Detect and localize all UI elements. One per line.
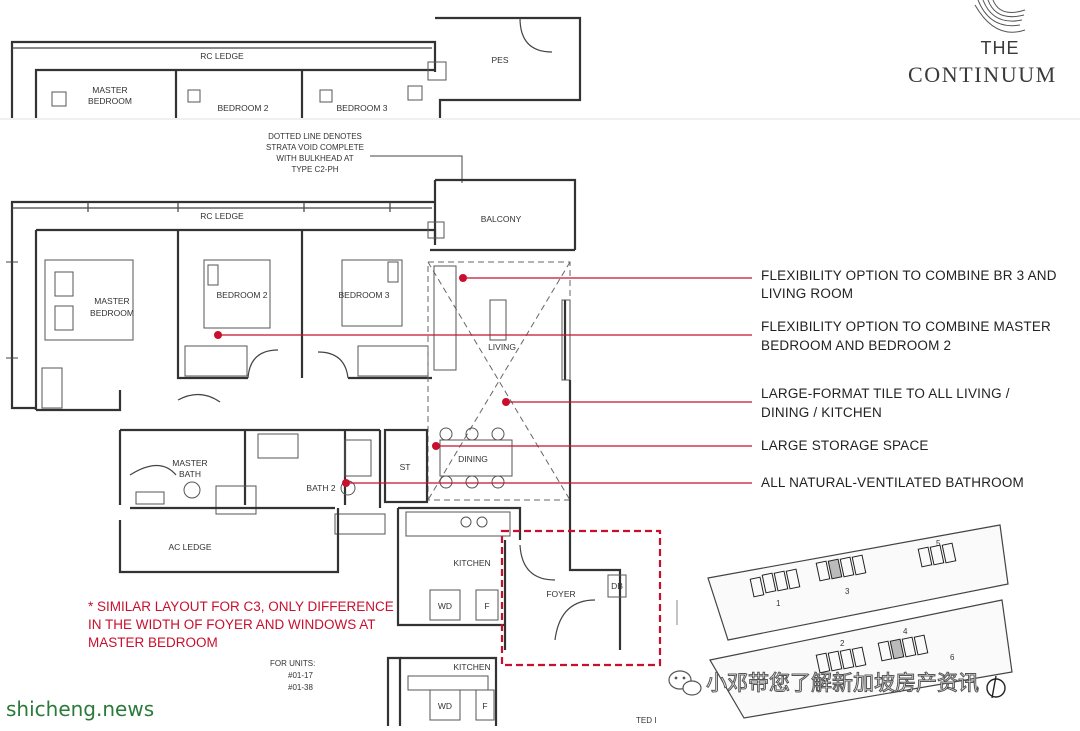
site-label-3: 3 — [845, 587, 850, 596]
watermark-left: shicheng.news — [6, 697, 154, 721]
callout-2: FLEXIBILITY OPTION TO COMBINE MASTER BED… — [214, 319, 1051, 353]
similar-note-line-2: IN THE WIDTH OF FOYER AND WINDOWS AT — [88, 617, 376, 632]
upper-rc-ledge-label: RC LEDGE — [200, 51, 244, 61]
bedroom2-label: BEDROOM 2 — [216, 290, 267, 300]
fridge-label: F — [484, 601, 489, 611]
callout-1-line-1: FLEXIBILITY OPTION TO COMBINE BR 3 AND — [761, 268, 1057, 283]
brand-swirl-icon — [974, 0, 1026, 33]
strata-note-line-3: WITH BULKHEAD AT — [276, 154, 353, 163]
watermark-site-text: shicheng.news — [6, 697, 154, 721]
upper-bedroom2-label: BEDROOM 2 — [217, 103, 268, 113]
site-label-6: 6 — [950, 653, 955, 662]
master-bedroom-label-1: MASTER — [94, 296, 129, 306]
callout-2-line-2: BEDROOM AND BEDROOM 2 — [761, 338, 951, 353]
living-label: LIVING — [488, 342, 516, 352]
callout-3-line-2: DINING / KITCHEN — [761, 405, 882, 420]
site-plan: 1 3 5 2 4 6 — [707, 524, 1013, 719]
similar-note-line-1: * SIMILAR LAYOUT FOR C3, ONLY DIFFERENCE — [88, 599, 394, 614]
callout-4-line-1: LARGE STORAGE SPACE — [761, 438, 929, 453]
foyer-label: FOYER — [546, 589, 575, 599]
bedroom3-label: BEDROOM 3 — [338, 290, 389, 300]
storage-label: ST — [400, 462, 411, 472]
lower-f-label: F — [482, 701, 487, 711]
unit-item-2: #01-38 — [288, 683, 313, 692]
dining-label: DINING — [458, 454, 488, 464]
similar-layout-note: * SIMILAR LAYOUT FOR C3, ONLY DIFFERENCE… — [88, 599, 394, 650]
callout-4: LARGE STORAGE SPACE — [432, 438, 929, 453]
brand-logo: THE CONTINUUM — [908, 0, 1057, 87]
site-label-1: 1 — [776, 599, 781, 608]
callout-3-line-1: LARGE-FORMAT TILE TO ALL LIVING / — [761, 386, 1010, 401]
upper-pes-label: PES — [491, 55, 508, 65]
brand-line-2: CONTINUUM — [908, 62, 1057, 87]
site-label-4: 4 — [903, 627, 908, 636]
wechat-icon — [668, 670, 702, 696]
block-cluster-2-icon — [815, 554, 867, 582]
callout-1: FLEXIBILITY OPTION TO COMBINE BR 3 AND L… — [459, 268, 1057, 301]
callouts: FLEXIBILITY OPTION TO COMBINE BR 3 AND L… — [214, 268, 1057, 490]
lower-kitchen-label: KITCHEN — [453, 662, 490, 672]
callout-1-line-2: LIVING ROOM — [761, 286, 853, 301]
kitchen-label: KITCHEN — [453, 558, 490, 568]
balcony-label: BALCONY — [481, 214, 522, 224]
foyer-highlight-box — [500, 529, 662, 667]
similar-note-line-3: MASTER BEDROOM — [88, 635, 218, 650]
upper-bedroom3-label: BEDROOM 3 — [336, 103, 387, 113]
washer-dryer-label: WD — [438, 601, 452, 611]
lower-wd-label: WD — [438, 701, 452, 711]
block-cluster-5-icon — [877, 634, 929, 662]
lower-floor-plan: KITCHEN WD F TED I — [386, 656, 656, 726]
upper-floor-plan: RC LEDGE MASTER BEDROOM BEDROOM 2 BEDROO… — [0, 16, 1080, 120]
site-label-2: 2 — [840, 639, 845, 648]
bath2-label: BATH 2 — [306, 483, 335, 493]
callout-5: ALL NATURAL-VENTILATED BATHROOM — [342, 475, 1024, 490]
callout-3: LARGE-FORMAT TILE TO ALL LIVING / DINING… — [502, 386, 1010, 420]
strata-note-line-4: TYPE C2-PH — [291, 165, 338, 174]
watermark-right: 小邓带您了解新加坡房产资讯 — [668, 670, 980, 696]
main-floor-plan: RC LEDGE BALCONY MASTER BEDROOM BEDROOM … — [6, 178, 678, 667]
strata-note-line-1: DOTTED LINE DENOTES — [268, 132, 362, 141]
strata-note-line-2: STRATA VOID COMPLETE — [266, 143, 364, 152]
strata-void-note: DOTTED LINE DENOTES STRATA VOID COMPLETE… — [266, 132, 463, 183]
ac-ledge-label: AC LEDGE — [169, 542, 212, 552]
block-cluster-3-icon — [917, 542, 957, 568]
upper-master-bedroom-label-2: BEDROOM — [88, 96, 132, 106]
block-cluster-4-icon — [815, 646, 867, 674]
master-bedroom-label-2: BEDROOM — [90, 308, 134, 318]
upper-master-bedroom-label-1: MASTER — [92, 85, 127, 95]
db-label: DB — [611, 581, 623, 591]
rc-ledge-label: RC LEDGE — [200, 211, 244, 221]
block-cluster-1-icon — [749, 568, 801, 598]
units-label: FOR UNITS: — [270, 659, 315, 668]
unit-item-1: #01-17 — [288, 671, 313, 680]
watermark-account-text: 小邓带您了解新加坡房产资讯 — [706, 671, 979, 695]
callout-2-line-1: FLEXIBILITY OPTION TO COMBINE MASTER — [761, 319, 1051, 334]
units-list: FOR UNITS: #01-17 #01-38 — [270, 659, 315, 692]
master-bath-label-1: MASTER — [172, 458, 207, 468]
site-label-5: 5 — [936, 539, 941, 548]
cut-text: TED I — [636, 716, 656, 725]
master-bath-label-2: BATH — [179, 469, 201, 479]
north-arrow-icon — [986, 675, 1006, 699]
callout-5-line-1: ALL NATURAL-VENTILATED BATHROOM — [761, 475, 1024, 490]
brand-line-1: THE — [981, 38, 1020, 58]
